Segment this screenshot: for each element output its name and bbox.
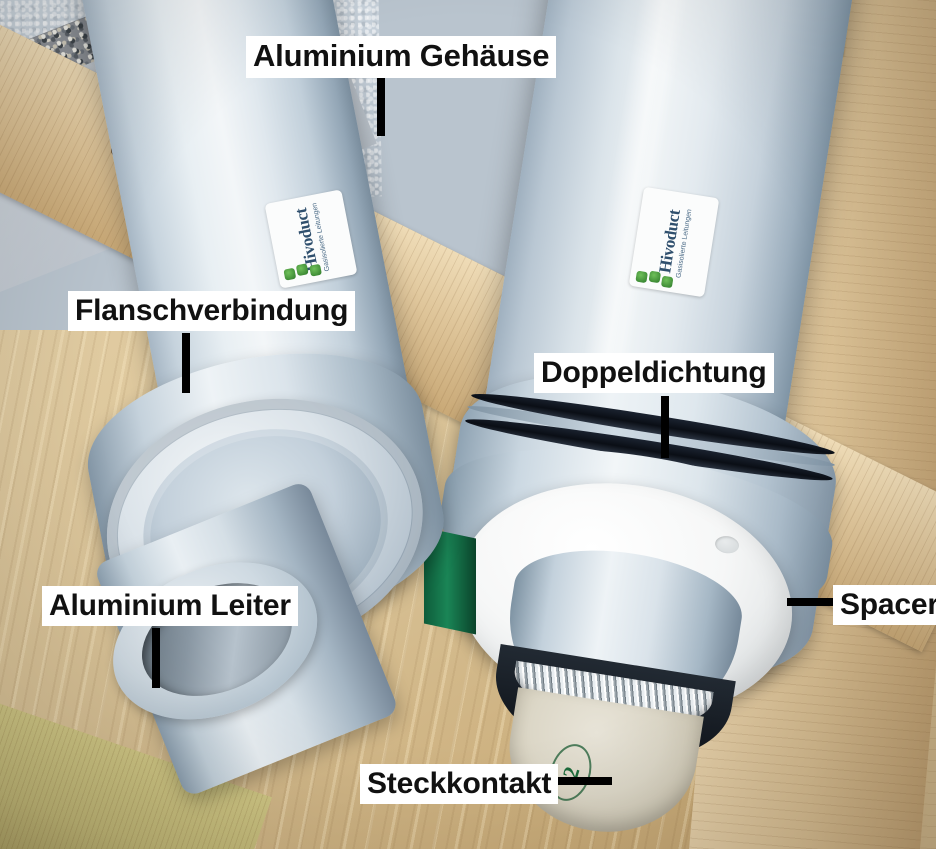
label-doppeldichtung: Doppeldichtung bbox=[534, 353, 774, 394]
label-spacer: Spacer bbox=[833, 585, 936, 626]
leader-line-flanschverbindung bbox=[182, 333, 190, 393]
leader-line-aluminium-gehaeuse bbox=[377, 78, 385, 136]
label-steckkontakt: Steckkontakt bbox=[360, 764, 559, 805]
leader-line-spacer bbox=[787, 598, 839, 606]
label-flanschverbindung: Flanschverbindung bbox=[68, 291, 356, 332]
front-tube-end-assembly bbox=[63, 326, 481, 798]
label-aluminium-leiter: Aluminium Leiter bbox=[42, 586, 298, 627]
hivoduct-sticker-right: Hivoduct Gasisolierte Leitungen bbox=[628, 186, 720, 298]
label-aluminium-gehaeuse: Aluminium Gehäuse bbox=[246, 36, 557, 78]
leader-line-aluminium-leiter bbox=[152, 628, 160, 688]
leader-line-doppeldichtung bbox=[661, 396, 669, 458]
leader-line-steckkontakt bbox=[556, 777, 612, 785]
hivoduct-sticker-left: Hivoduct Gasisolierte Leitungen bbox=[264, 189, 358, 289]
